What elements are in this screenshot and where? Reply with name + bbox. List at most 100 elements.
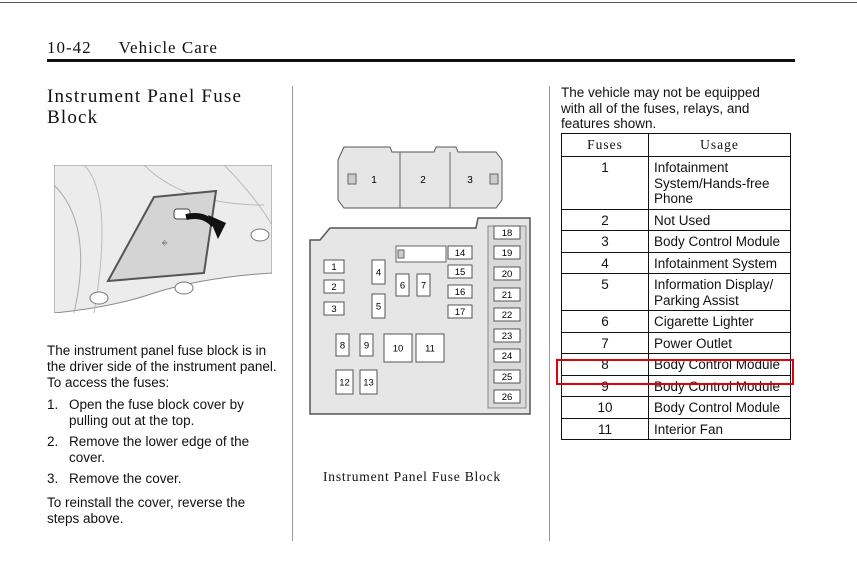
fuse-label: 17 — [455, 307, 466, 318]
fuse-label: 5 — [376, 302, 381, 313]
fuse-slot: 14 — [447, 245, 473, 260]
fuse-label: 26 — [502, 392, 513, 403]
fuse-usage: Body Control Module — [648, 230, 791, 253]
fuse-slot: 23 — [493, 328, 521, 343]
fuse-usage: Cigarette Lighter — [648, 310, 791, 333]
fuse-slot-outline — [335, 369, 354, 395]
fuse-number: 5 — [561, 273, 649, 311]
fuse-slot: 20 — [493, 266, 521, 281]
fuse-label: 24 — [502, 351, 513, 362]
fuse-label: 22 — [502, 310, 513, 321]
highlight-box — [556, 359, 794, 385]
fuse-label: 15 — [455, 267, 466, 278]
fuse-slot-outline — [447, 245, 473, 260]
fuse-slot: 11 — [415, 333, 445, 363]
fuse-label: 2 — [331, 282, 336, 293]
fuse-number: 2 — [561, 208, 649, 231]
fuse-label: 9 — [364, 341, 369, 352]
fuse-usage: Body Control Module — [648, 396, 791, 419]
header-rule — [47, 59, 795, 62]
fuse-slot: 3 — [323, 301, 345, 316]
fuse-label: 12 — [339, 378, 350, 389]
fuse-slot: 21 — [493, 287, 521, 302]
fuse-slot-outline — [493, 225, 521, 240]
fuse-label: 21 — [502, 290, 513, 301]
fuse-usage: Power Outlet — [648, 331, 791, 354]
fuse-slot-outline — [383, 333, 413, 363]
fuse-label: 14 — [455, 248, 466, 259]
top-edge-line — [0, 2, 857, 3]
fuse-label: 6 — [400, 281, 405, 292]
fuse-slot-outline — [415, 333, 445, 363]
fuse-label: 1 — [331, 262, 336, 273]
fuse-usage: Infotainment System — [648, 251, 791, 274]
fuse-slot-outline — [447, 264, 473, 279]
table-header-row: Fuses Usage — [561, 133, 791, 157]
section-title: Instrument Panel Fuse Block — [47, 86, 243, 128]
step-number: 1. — [47, 397, 59, 412]
fuse-label: 18 — [502, 228, 513, 239]
fuse-slot: 8 — [335, 333, 350, 357]
column-divider — [549, 86, 550, 541]
fuse-label: 10 — [393, 344, 404, 355]
page-header: 10-42 Vehicle Care — [47, 38, 218, 58]
fuse-slot: 10 — [383, 333, 413, 363]
column-header-fuses: Fuses — [561, 133, 649, 157]
fuse-number: 3 — [561, 230, 649, 253]
fuse-slot: 16 — [447, 284, 473, 299]
fuse-label: 7 — [421, 281, 426, 292]
fuse-slot-outline — [447, 284, 473, 299]
relay-block: 1 2 3 — [337, 146, 503, 209]
fuse-slot-outline — [416, 273, 431, 297]
equipment-note: The vehicle may not be equipped with all… — [561, 85, 760, 131]
list-item: 2. Remove the lower edge of the cover. — [47, 434, 277, 466]
fuse-slot-outline — [371, 259, 386, 285]
fuse-slot-outline — [493, 266, 521, 281]
fuse-label: 11 — [425, 344, 435, 355]
fuse-label: 25 — [502, 372, 513, 383]
fuse-slot-outline — [371, 293, 386, 319]
fuse-slot-outline — [493, 348, 521, 363]
fuse-usage: Not Used — [648, 208, 791, 231]
diagram-caption: Instrument Panel Fuse Block — [323, 469, 501, 484]
list-item: 1.Open the fuse block cover by pulling o… — [47, 397, 277, 429]
outro-paragraph: To reinstall the cover, reverse the step… — [47, 495, 246, 526]
fuse-slot: 26 — [493, 389, 521, 404]
fuse-usage: Infotainment System/Hands-free Phone — [648, 156, 791, 210]
steps-list: 1.Open the fuse block cover by pulling o… — [47, 397, 277, 492]
relay-label: 2 — [420, 175, 426, 186]
fuse-slot: 12 — [335, 369, 354, 395]
fuse-slot: 19 — [493, 245, 521, 260]
section-name: Vehicle Care — [118, 38, 218, 57]
fuse-slot: 13 — [359, 369, 378, 395]
fuse-slot-outline — [323, 259, 345, 274]
step-text: Remove the cover. — [69, 471, 182, 486]
fuse-slot: 9 — [359, 333, 374, 357]
fuse-slot: 6 — [395, 273, 410, 297]
svg-text:⎆: ⎆ — [162, 240, 168, 247]
fuse-number: 11 — [561, 417, 649, 440]
fuse-slot-outline — [359, 333, 374, 357]
column-header-usage: Usage — [648, 133, 791, 157]
fuse-slot: 4 — [371, 259, 386, 285]
fuse-slot-outline — [395, 273, 410, 297]
fuse-number: 7 — [561, 331, 649, 354]
step-text: Remove the lower edge of the cover. — [69, 434, 250, 465]
fuse-label: 4 — [376, 268, 381, 279]
step-number: 2. — [47, 434, 59, 449]
fuse-slot-outline — [493, 389, 521, 404]
fuse-slot: 15 — [447, 264, 473, 279]
fuse-label: 23 — [502, 331, 513, 342]
fuse-slot-outline — [493, 245, 521, 260]
fuse-slot: 17 — [447, 304, 473, 319]
